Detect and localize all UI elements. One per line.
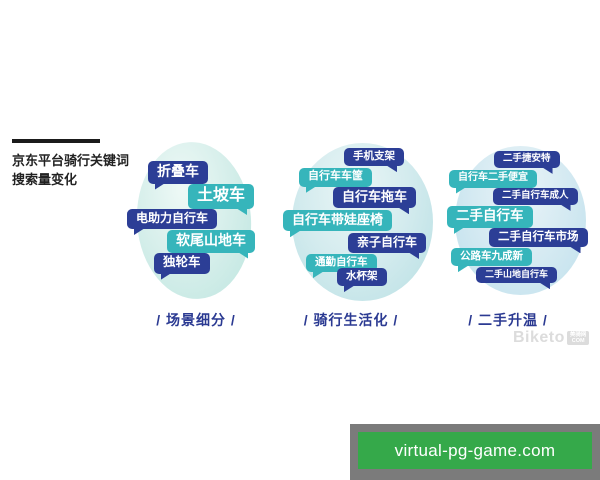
bubble-tail bbox=[237, 251, 248, 259]
bubble-tail bbox=[456, 186, 467, 194]
cluster-caption-cycling-lifestyle: / 骑行生活化 / bbox=[303, 312, 399, 328]
keyword-tag: 二手自行车市场 bbox=[489, 228, 588, 254]
keyword-tag: 二手自行车 bbox=[447, 206, 533, 234]
biketo-badge-line-2: COM bbox=[571, 338, 585, 344]
bubble-tail bbox=[386, 165, 397, 173]
bubble-tail bbox=[306, 185, 317, 193]
bubble-tail bbox=[161, 272, 172, 280]
bubble-tail bbox=[541, 166, 553, 174]
bubble-tail bbox=[398, 207, 410, 215]
chart-title-block: 京东平台骑行关键词 搜索量变化 bbox=[12, 139, 132, 190]
keyword-tag: 独轮车 bbox=[154, 253, 210, 280]
overlay-banner: virtual-pg-game.com bbox=[350, 424, 600, 480]
keyword-tag: 手机支架 bbox=[344, 148, 404, 173]
keyword-tag: 电助力自行车 bbox=[127, 209, 218, 235]
bubble-tail bbox=[408, 252, 420, 259]
keyword-tag: 公路车九成新 bbox=[451, 248, 532, 273]
keyword-tag: 亲子自行车 bbox=[348, 233, 427, 259]
bubble-tail bbox=[539, 282, 551, 290]
keyword-tag: 软尾山地车 bbox=[167, 230, 255, 259]
keyword-tag: 土坡车 bbox=[188, 184, 255, 215]
cluster-caption-secondhand-rising: / 二手升温 / bbox=[468, 312, 548, 328]
biketo-watermark: Biketo 美骑网 COM bbox=[513, 329, 590, 347]
keyword-tag: 自行车车筐 bbox=[299, 168, 372, 193]
bubble-tail bbox=[344, 285, 355, 293]
bubble-tail bbox=[134, 228, 145, 235]
cluster-caption-scene-segmentation: / 场景细分 / bbox=[156, 312, 236, 328]
keyword-tag: 自行车拖车 bbox=[333, 187, 417, 215]
keyword-tag: 二手自行车成人 bbox=[493, 188, 578, 211]
bubble-tail bbox=[454, 226, 465, 234]
keyword-tag: 自行车二手便宜 bbox=[449, 170, 537, 194]
biketo-badge-line-1: 美骑网 bbox=[569, 331, 587, 338]
bubble-tail bbox=[458, 265, 469, 273]
bubble-tail bbox=[290, 230, 301, 238]
biketo-logo-text: Biketo bbox=[513, 329, 565, 346]
chart-title-line-1: 京东平台骑行关键词 bbox=[12, 153, 130, 168]
bubble-tail bbox=[569, 246, 581, 254]
overlay-banner-text: virtual-pg-game.com bbox=[358, 432, 592, 469]
keyword-tag: 通勤自行车 bbox=[306, 254, 377, 279]
bubble-tail bbox=[313, 271, 324, 279]
title-rule bbox=[12, 139, 100, 143]
keyword-tag: 二手山地自行车 bbox=[476, 267, 558, 290]
keyword-tag: 折叠车 bbox=[148, 161, 208, 190]
bubble-tail bbox=[155, 182, 166, 190]
keyword-tag: 二手捷安特 bbox=[494, 151, 560, 174]
chart-title-line-2: 搜索量变化 bbox=[12, 171, 78, 187]
bubble-tail bbox=[236, 208, 248, 215]
keyword-tag: 水杯架 bbox=[337, 268, 387, 293]
bubble-tail bbox=[559, 203, 571, 211]
biketo-logo-badge: 美骑网 COM bbox=[566, 330, 590, 346]
keyword-tag: 自行车带娃座椅 bbox=[283, 210, 393, 238]
